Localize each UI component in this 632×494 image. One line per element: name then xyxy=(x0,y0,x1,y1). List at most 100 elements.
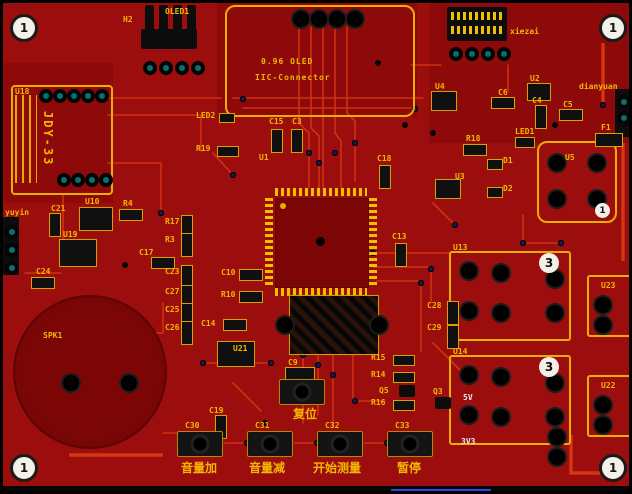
hatched-component-pad xyxy=(275,315,295,335)
u14-pad xyxy=(491,407,511,427)
silk-c3: C3 xyxy=(292,117,302,126)
silk-c27: C27 xyxy=(165,287,180,296)
u19-ic xyxy=(59,239,97,267)
silk-jdy33: JDY-33 xyxy=(41,111,55,167)
u1-center-via xyxy=(316,237,325,246)
silk-pause-label: 暂停 xyxy=(397,461,422,475)
xiezai-header-pins xyxy=(451,12,503,20)
fiducial-label: 1 xyxy=(608,461,618,475)
h2-header-body xyxy=(141,29,197,49)
u22-connector-outline xyxy=(587,375,629,437)
silk-r15: R15 xyxy=(371,353,386,362)
jdy33-pad xyxy=(57,173,71,187)
c15-cap xyxy=(271,129,283,153)
r10-res xyxy=(239,291,263,303)
silk-f1: F1 xyxy=(601,123,611,132)
xiezai-pad xyxy=(449,47,463,61)
silk-led2: LED2 xyxy=(196,111,216,120)
jdy33-module-outline xyxy=(11,85,113,195)
u2-ic xyxy=(527,83,551,101)
fiducial-label: 1 xyxy=(19,21,29,35)
u14-pad xyxy=(491,367,511,387)
u23-pad xyxy=(593,315,613,335)
fiducial-top-right: 1 xyxy=(599,14,627,42)
silk-c23: C23 xyxy=(165,267,180,276)
oled-pad xyxy=(309,9,329,29)
silk-c15: C15 xyxy=(269,117,284,126)
u13-pad xyxy=(491,263,511,283)
fiducial-top-left: 1 xyxy=(10,14,38,42)
u1-qfp-pins-left xyxy=(265,198,273,286)
u22-pad xyxy=(593,395,613,415)
c18-cap xyxy=(379,165,391,189)
q5-transistor xyxy=(399,385,415,397)
silk-d2: D2 xyxy=(503,184,513,193)
h2-header-pin xyxy=(173,5,182,33)
jdy33-antenna xyxy=(15,95,37,183)
output-pad xyxy=(547,447,567,467)
silk-u23: U23 xyxy=(601,281,616,290)
silk-d1: D1 xyxy=(503,156,513,165)
silk-r10: R10 xyxy=(221,290,236,299)
h2-pad xyxy=(143,61,157,75)
silk-volume-up-label: 音量加 xyxy=(181,461,218,475)
silk-c13: C13 xyxy=(392,232,407,241)
f1-fuse xyxy=(595,133,623,147)
r16-res xyxy=(393,400,415,411)
u13-pad xyxy=(459,301,479,321)
u1-qfp-pins-bottom xyxy=(275,288,367,296)
jdy33-pad xyxy=(85,173,99,187)
jdy33-pad xyxy=(99,173,113,187)
led2-part xyxy=(219,113,235,123)
u23-pad xyxy=(593,295,613,315)
silk-u5: U5 xyxy=(565,153,575,162)
silk-c18: C18 xyxy=(377,154,392,163)
c5-cap xyxy=(559,109,583,121)
silk-r16: R16 xyxy=(371,398,386,407)
fiducial-label: 1 xyxy=(19,461,29,475)
led1-part xyxy=(515,137,535,148)
silk-c19: C19 xyxy=(209,406,224,415)
u5-pad xyxy=(547,189,567,209)
u5-pad xyxy=(587,153,607,173)
silk-c21: C21 xyxy=(51,204,66,213)
c13-cap xyxy=(395,243,407,267)
u13-marker: 3 xyxy=(539,253,559,273)
jdy33-pad xyxy=(95,89,109,103)
silk-u4: U4 xyxy=(435,82,445,91)
c21-cap xyxy=(49,213,61,237)
c6-cap xyxy=(491,97,515,109)
u13-pad xyxy=(545,303,565,323)
u13-pad xyxy=(459,261,479,281)
c4-cap xyxy=(535,105,547,129)
silk-c14: C14 xyxy=(201,319,216,328)
silk-c17: C17 xyxy=(139,248,154,257)
silk-c33: C33 xyxy=(395,421,410,430)
u13-relay-outline xyxy=(449,251,571,341)
q3-transistor xyxy=(435,397,451,409)
h2-pad xyxy=(175,61,189,75)
silk-c31: C31 xyxy=(255,421,270,430)
silk-r17: R17 xyxy=(165,217,180,226)
c17-cap xyxy=(151,257,175,269)
oled-connector-outline xyxy=(225,5,415,117)
d2-diode xyxy=(487,187,503,198)
silk-u18: U18 xyxy=(15,87,30,96)
silk-c4: C4 xyxy=(532,96,542,105)
jdy33-pad xyxy=(81,89,95,103)
u14-pad xyxy=(459,405,479,425)
c29-cap xyxy=(447,325,459,349)
u14-marker-label: 3 xyxy=(544,360,554,374)
silk-u22: U22 xyxy=(601,381,616,390)
xiezai-header-pins xyxy=(451,26,503,34)
silk-oled1: OLED1 xyxy=(165,7,190,16)
dianyuan-pad xyxy=(617,111,629,125)
silk-r19: R19 xyxy=(196,144,211,153)
jdy33-pad xyxy=(71,173,85,187)
reset-switch xyxy=(279,379,325,405)
silk-c26: C26 xyxy=(165,323,180,332)
silk-spk1: SPK1 xyxy=(43,331,63,340)
r15-res xyxy=(393,355,415,366)
pause-switch xyxy=(387,431,433,457)
